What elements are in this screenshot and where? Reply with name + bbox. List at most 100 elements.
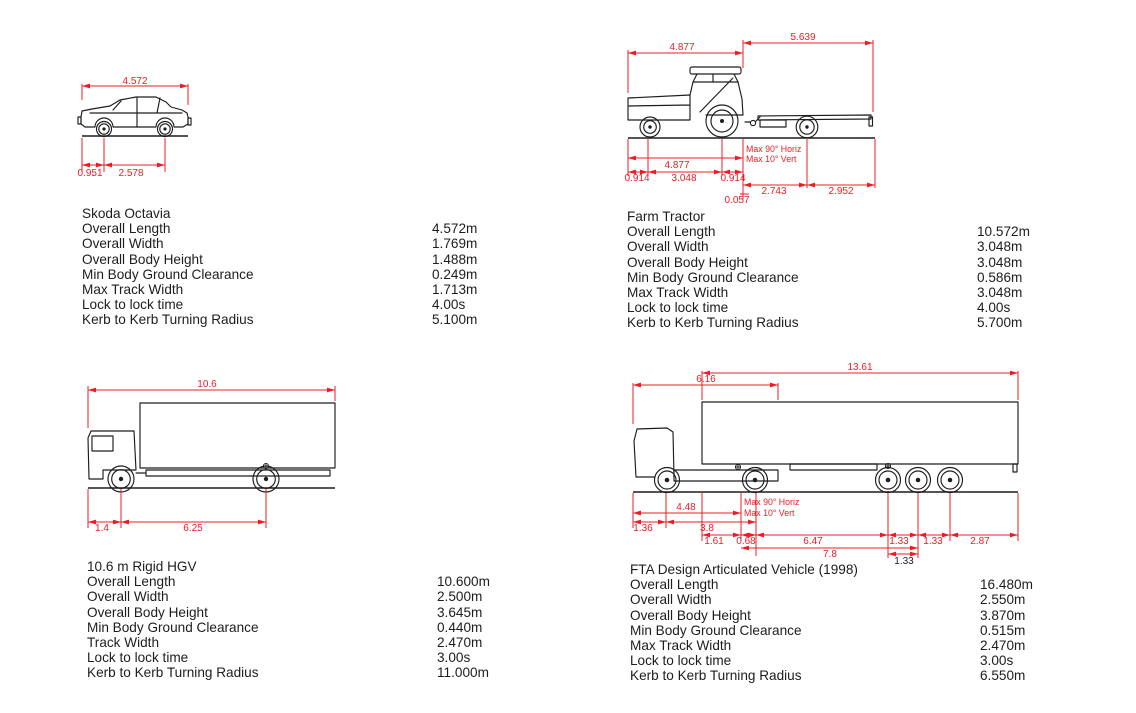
tractor-wheelbase-dim: 3.048: [671, 173, 696, 184]
skoda-octavia-drawing: 4.572 0.951 2.578: [77, 76, 192, 179]
spec-value: 2.470m: [980, 638, 1026, 654]
tractor-chassis: [673, 469, 779, 482]
spec-value: 1.488m: [432, 251, 478, 267]
bogie-wheel-2: [904, 466, 932, 494]
spec-label: Kerb to Kerb Turning Radius: [87, 665, 259, 681]
spec-label: Max Track Width: [627, 285, 729, 301]
skoda-overall-length-dim: 4.572: [122, 76, 147, 87]
spec-row: Lock to lock time 3.00s: [87, 650, 490, 665]
spec-value: 3.870m: [980, 607, 1026, 623]
fta-cab-to-kingpin-dim: 4.48: [676, 502, 696, 513]
tractor-cab: [689, 73, 744, 116]
hgv-front-overhang-dim: 1.4: [95, 523, 109, 534]
tractor-drive-wheel: [741, 466, 769, 494]
skoda-front-overhang-dim: 0.951: [77, 168, 102, 179]
tractor-front-wheel: [639, 116, 661, 138]
semi-trailer-box: [701, 401, 1019, 465]
farm-tractor-drawing: 4.877 5.639 4.877 0.914 3.048 0.914 2.74…: [624, 32, 876, 206]
car-body: [80, 96, 189, 128]
spec-label: Overall Width: [627, 239, 709, 255]
spec-block-fta-articulated: FTA Design Articulated Vehicle (1998) Ov…: [630, 562, 1033, 684]
tractor-length-top-dim: 4.877: [669, 42, 694, 53]
vehicle-title: Farm Tractor: [627, 209, 705, 224]
tractor-articulation-note-2: Max 10° Vert: [746, 154, 797, 164]
bogie-axle-marker: [884, 462, 892, 470]
spec-value: 0.586m: [977, 269, 1023, 285]
spec-value: 5.700m: [977, 315, 1023, 331]
hgv-wheelbase-dim: 6.25: [183, 523, 203, 534]
spec-row: Min Body Ground Clearance 0.586m: [627, 270, 1030, 285]
skoda-wheelbase-dim: 2.578: [118, 168, 143, 179]
spec-value: 4.00s: [432, 297, 466, 313]
fta-kingpin-bogie-dim: 6.47: [803, 536, 823, 547]
trailer-bed: [757, 114, 872, 121]
spec-value: 5.100m: [432, 312, 478, 328]
spec-label: Track Width: [87, 635, 160, 651]
fta-bogie-spread-1-dim: 1.33: [889, 536, 909, 547]
spec-value: 3.00s: [437, 650, 471, 666]
bogie-wheel-3: [936, 466, 964, 494]
spec-label: Lock to lock time: [87, 650, 189, 666]
tractor-bonnet: [627, 94, 691, 121]
spec-row: Kerb to Kerb Turning Radius 11.000m: [87, 665, 490, 680]
spec-label: Max Track Width: [630, 638, 732, 654]
spec-label: Max Track Width: [82, 282, 184, 298]
tractor-articulation-note-1: Max 90° Horiz: [746, 144, 801, 154]
spec-label: Min Body Ground Clearance: [87, 619, 259, 635]
spec-label: Overall Body Height: [630, 607, 751, 623]
fta-axle-spacing-dim: 1.33: [894, 556, 914, 567]
trailer-wheel: [795, 115, 819, 139]
fta-kingpin-mid-bogie-dim: 7.8: [823, 549, 837, 560]
cab-window: [91, 435, 114, 452]
spec-label: Min Body Ground Clearance: [627, 269, 799, 285]
vehicle-title: 10.6 m Rigid HGV: [87, 559, 197, 574]
spec-label: Lock to lock time: [82, 297, 184, 313]
spec-row: Max Track Width 3.048m: [627, 285, 1030, 300]
cab-roof: [689, 66, 742, 75]
rear-bumper: [187, 117, 192, 126]
axle-to-rear-dim: 2.952: [828, 186, 853, 197]
trailer-toolbox: [759, 119, 787, 128]
spec-value: 11.000m: [437, 665, 489, 681]
spec-label: Min Body Ground Clearance: [82, 266, 254, 282]
spec-label: Lock to lock time: [627, 300, 729, 316]
rear-wheel: [156, 120, 174, 138]
spec-value: 3.645m: [437, 604, 483, 620]
front-wheel: [95, 120, 113, 138]
axle-position-marker: [262, 462, 270, 470]
tractor-rear-wheel: [705, 104, 739, 138]
fta-bogie-spread-2-dim: 1.33: [923, 536, 943, 547]
rigid-hgv-drawing: 10.6 1.4 6.25: [87, 379, 336, 534]
spec-row: Overall Body Height 3.870m: [630, 608, 1033, 623]
spec-value: 2.500m: [437, 589, 483, 605]
spec-value: 3.00s: [980, 653, 1014, 669]
vehicle-title: FTA Design Articulated Vehicle (1998): [630, 562, 858, 577]
front-bumper: [77, 116, 82, 125]
trailer-rear-tab: [868, 116, 874, 127]
spec-value: 3.048m: [977, 285, 1023, 301]
hgv-overall-length-dim: 10.6: [197, 379, 217, 390]
spec-value: 2.550m: [980, 592, 1026, 608]
spec-label: Overall Width: [82, 236, 164, 252]
spec-value: 16.480m: [980, 577, 1033, 593]
tractor-length-bottom-dim: 4.877: [664, 160, 689, 171]
spec-row: Max Track Width 2.470m: [630, 638, 1033, 653]
trailer-skirt: [789, 463, 878, 471]
spec-label: Kerb to Kerb Turning Radius: [630, 668, 802, 684]
